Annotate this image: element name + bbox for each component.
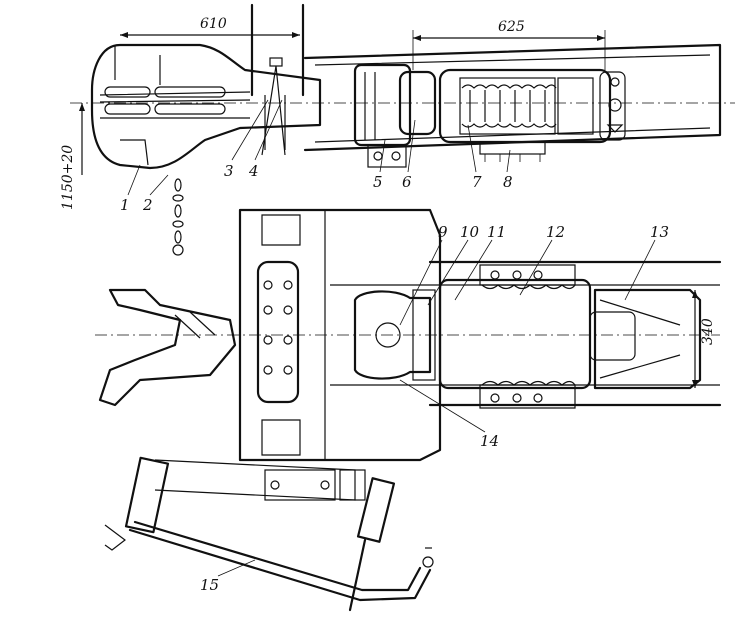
dimension-lines	[79, 30, 606, 175]
label-1: 1	[120, 196, 130, 214]
label-4: 4	[248, 162, 259, 180]
leader-lines	[127, 99, 656, 577]
dimension-625: 625	[498, 19, 525, 35]
label-14: 14	[480, 432, 499, 450]
label-13: 13	[650, 223, 669, 241]
dimension-610: 610	[200, 16, 227, 32]
label-8: 8	[503, 173, 513, 191]
label-15: 15	[200, 576, 219, 594]
label-12: 12	[546, 223, 565, 241]
plan-view	[95, 208, 722, 501]
dimension-height: 1150+20	[60, 145, 76, 210]
label-11: 11	[487, 223, 506, 241]
label-9: 9	[438, 223, 448, 241]
label-6: 6	[402, 173, 412, 191]
dimension-340: 340	[700, 318, 716, 345]
label-7: 7	[472, 173, 482, 191]
chain	[172, 178, 184, 256]
label-3: 3	[224, 162, 234, 180]
label-10: 10	[460, 223, 480, 241]
uncoupling-lever-view	[104, 456, 434, 612]
label-2: 2	[142, 196, 153, 214]
label-5: 5	[373, 173, 383, 191]
side-view	[70, 3, 735, 256]
